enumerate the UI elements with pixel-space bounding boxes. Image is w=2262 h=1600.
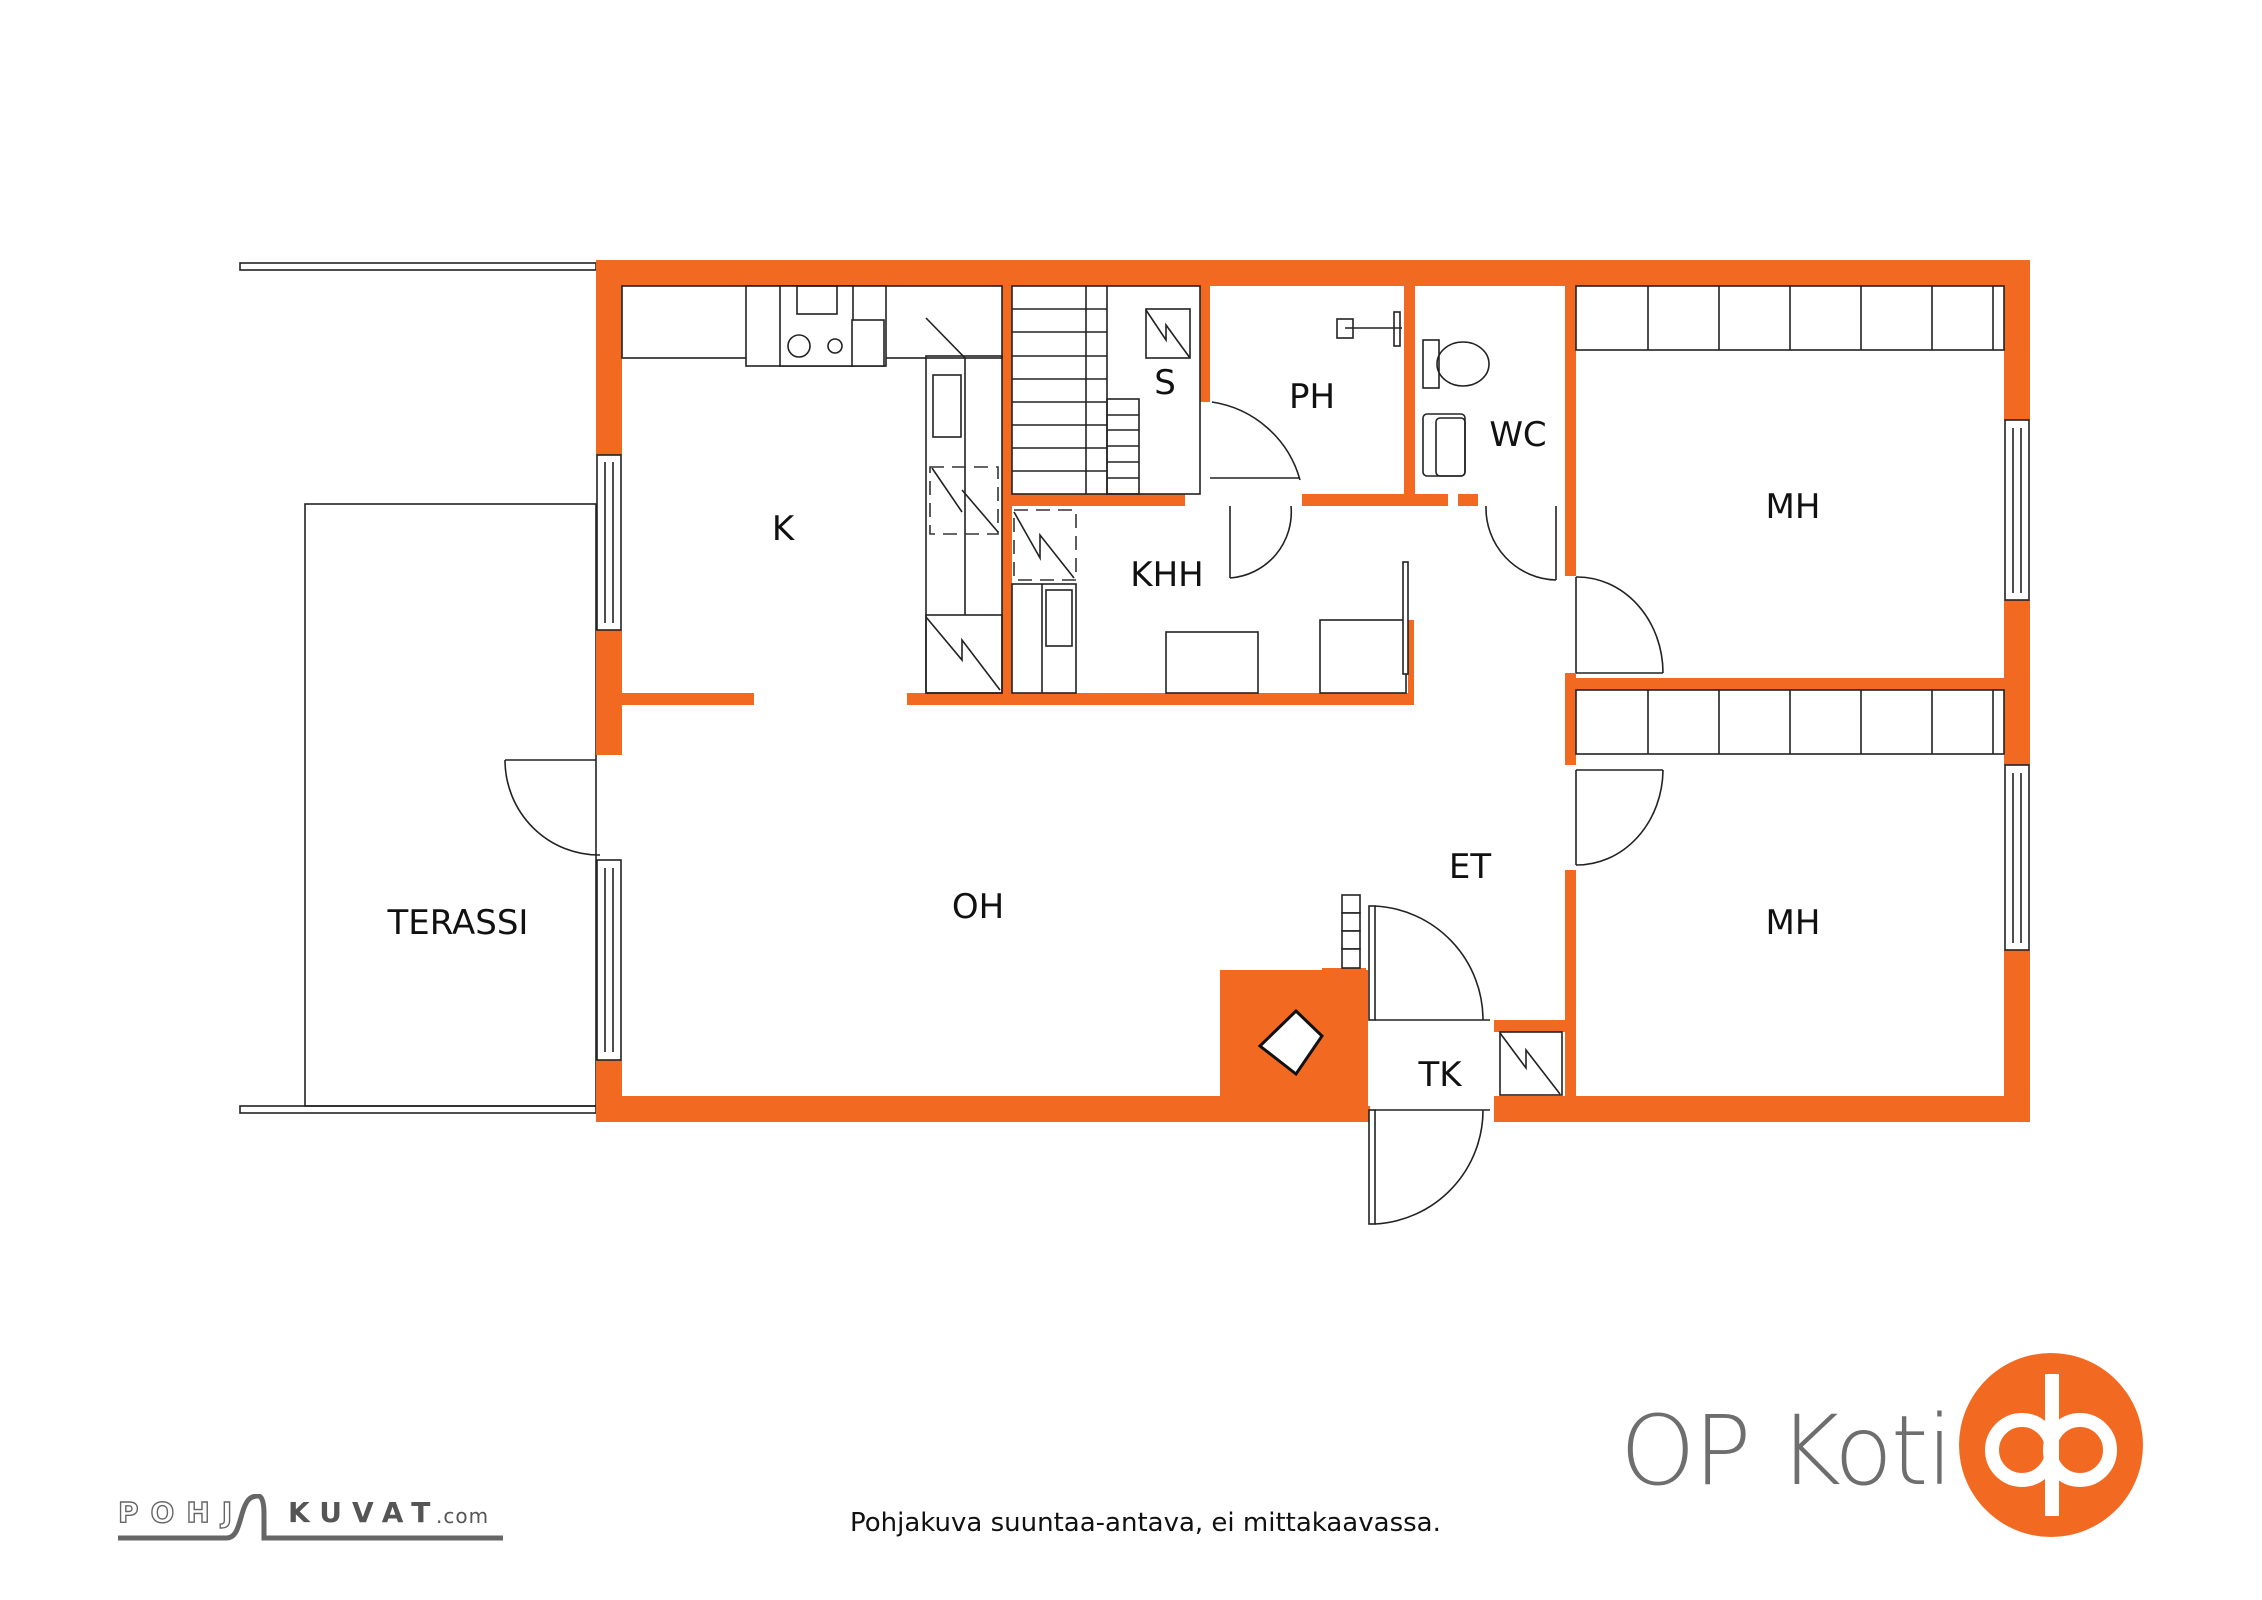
kitchen-fixtures — [621, 285, 1003, 694]
shower-fixture — [1210, 311, 1402, 481]
pohj-text: POHJ — [117, 1495, 245, 1529]
wc-fixtures — [1422, 339, 1490, 477]
room-label-mh-2: MH — [1766, 903, 1821, 943]
room-label-khh: KHH — [1130, 555, 1203, 595]
kuvat-text: KUVAT — [288, 1496, 441, 1529]
room-labels: K S PH WC MH KHH TERASSI OH ET MH TK — [387, 363, 1821, 1095]
com-text: .com — [436, 1504, 490, 1528]
room-label-ph: PH — [1289, 377, 1335, 417]
doors — [504, 505, 1664, 1225]
outer-walls — [596, 260, 2030, 1122]
room-label-et: ET — [1449, 847, 1491, 887]
room-label-oh: OH — [952, 887, 1004, 927]
brand-name: OP Koti — [1620, 1395, 1953, 1507]
terrace-structure — [239, 262, 597, 1114]
room-label-tk: TK — [1417, 1055, 1463, 1095]
room-label-k: K — [772, 509, 796, 549]
room-label-terassi: TERASSI — [387, 903, 529, 943]
wardrobes — [1575, 285, 2005, 755]
utility-room-fixtures — [1011, 509, 1409, 694]
op-logo-icon — [1959, 1353, 2143, 1537]
room-label-mh-1: MH — [1766, 487, 1821, 527]
room-label-s: S — [1154, 363, 1176, 403]
room-label-wc: WC — [1489, 415, 1546, 455]
windows — [596, 419, 2030, 1061]
disclaimer-text: Pohjakuva suuntaa-antava, ei mittakaavas… — [850, 1508, 1441, 1538]
staircase — [1011, 285, 1201, 495]
pohjakuvat-logo: POHJ KUVAT .com — [117, 1494, 508, 1544]
pohjakuvat-logo-graphic — [118, 1494, 503, 1541]
entry-step-block — [1220, 894, 1366, 1120]
